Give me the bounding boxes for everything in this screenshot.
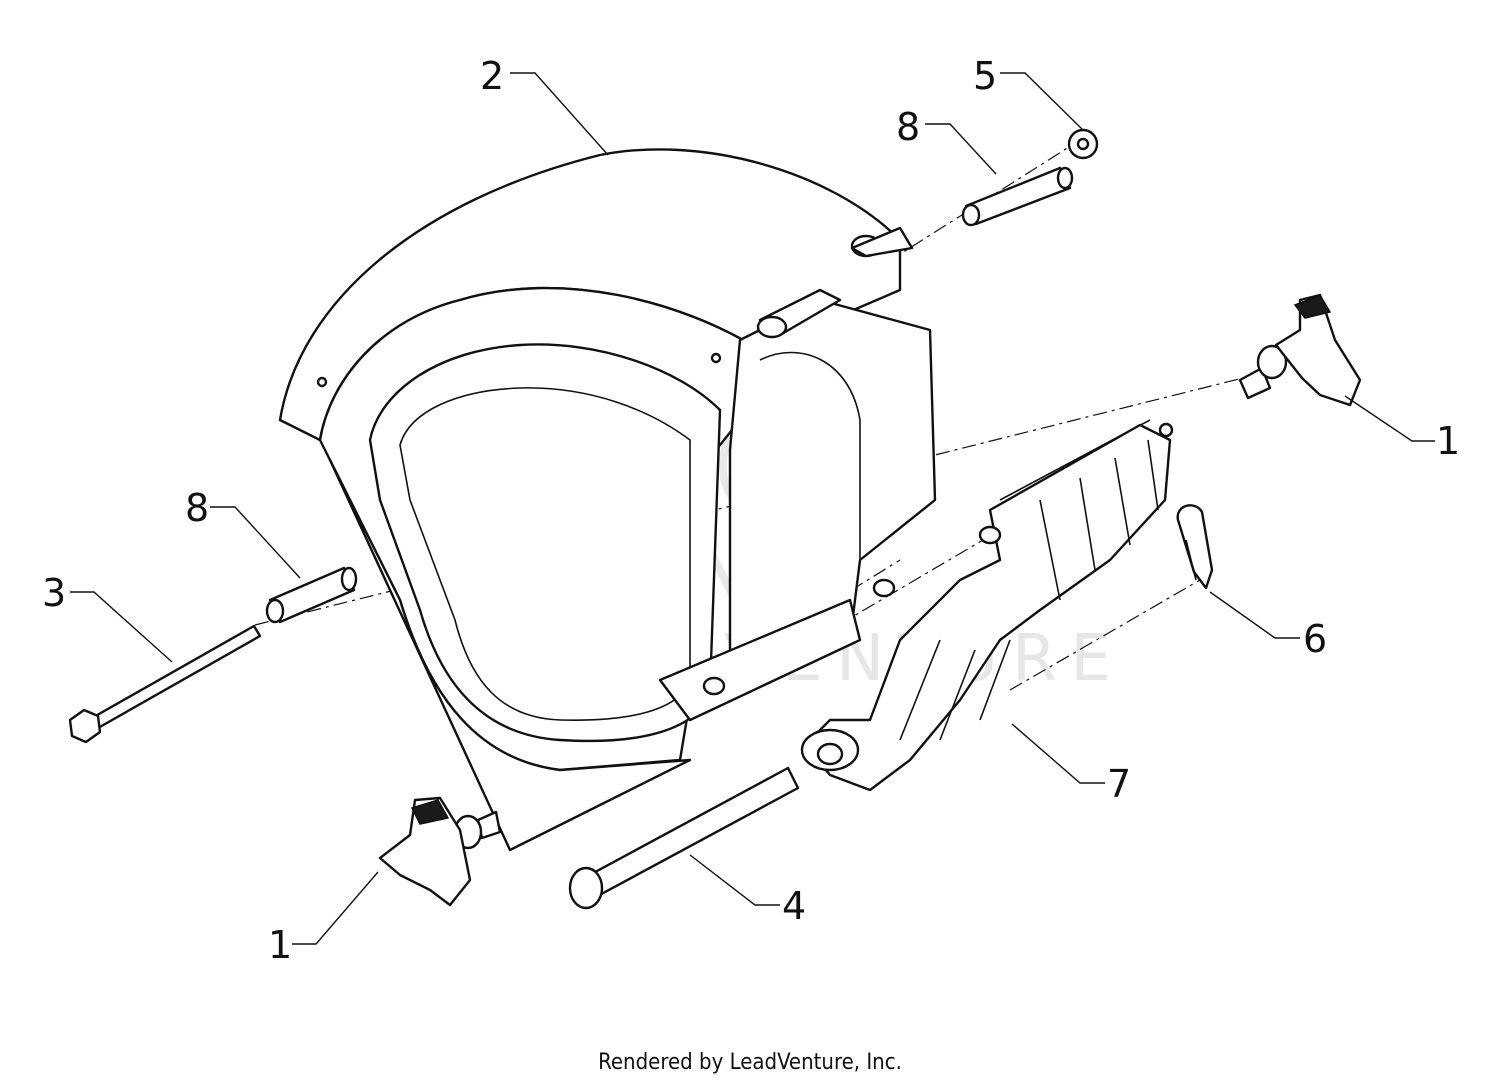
callout-1-upper: 1 bbox=[1436, 419, 1460, 463]
callout-3: 3 bbox=[42, 571, 66, 615]
callout-6: 6 bbox=[1303, 617, 1327, 661]
hairpin-clip bbox=[1176, 504, 1214, 590]
callout-2: 2 bbox=[480, 54, 504, 98]
spacer-tube-lower bbox=[265, 566, 358, 624]
wing-knob-lower bbox=[378, 796, 502, 907]
bolt bbox=[68, 624, 262, 744]
callout-labels: 2 5 8 1 8 3 6 7 4 1 bbox=[42, 54, 1460, 967]
callout-5: 5 bbox=[973, 54, 997, 98]
render-credit: Rendered by LeadVenture, Inc. bbox=[598, 1050, 902, 1075]
spacer-tube-upper bbox=[961, 166, 1074, 227]
nut bbox=[1067, 128, 1099, 160]
leader-lines bbox=[70, 72, 1435, 945]
clevis-pin bbox=[568, 766, 800, 910]
callout-8-lower: 8 bbox=[185, 486, 209, 530]
deflector-bracket bbox=[800, 419, 1174, 792]
callout-1-lower: 1 bbox=[268, 923, 292, 967]
shield-housing bbox=[278, 148, 937, 852]
wing-knob-upper bbox=[1238, 293, 1362, 407]
callout-4: 4 bbox=[782, 884, 806, 928]
callout-8-upper: 8 bbox=[896, 105, 920, 149]
callout-7: 7 bbox=[1107, 762, 1131, 806]
